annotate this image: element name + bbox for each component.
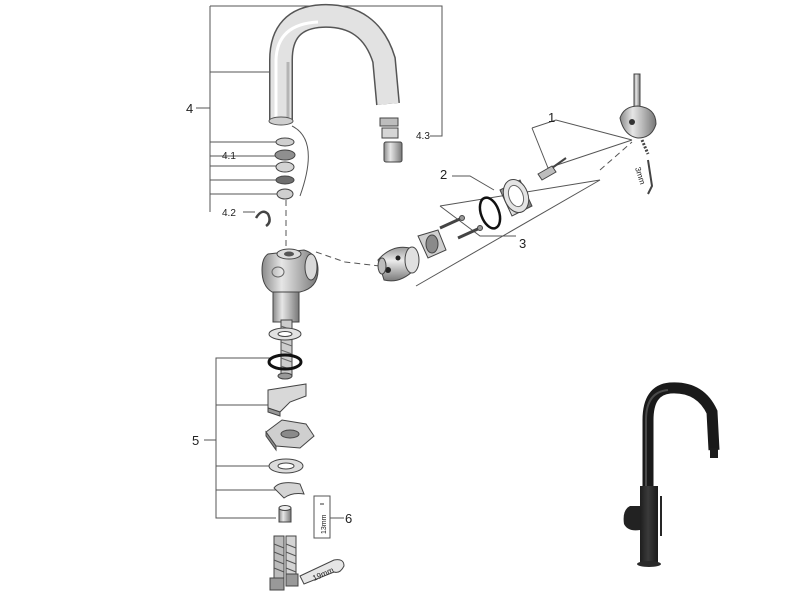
callout-4-3: 4.3 bbox=[416, 131, 430, 142]
callout-4: 4 bbox=[186, 101, 193, 116]
flex-hoses bbox=[269, 535, 299, 591]
product-photo bbox=[623, 382, 720, 567]
cartridge-screws bbox=[439, 215, 483, 240]
callout-2: 2 bbox=[440, 167, 447, 182]
grub-screw bbox=[537, 157, 567, 181]
callout-3: 3 bbox=[519, 236, 526, 251]
o-ring-2 bbox=[478, 196, 502, 230]
axis-handle bbox=[599, 141, 633, 171]
cartridge bbox=[377, 246, 420, 282]
callout-4-2: 4.2 bbox=[222, 208, 236, 219]
spanner-tool bbox=[299, 559, 345, 585]
spout-hose-arc bbox=[291, 125, 309, 197]
fixing-nut bbox=[278, 505, 292, 523]
bracket-6 bbox=[313, 495, 344, 539]
bracket-1 bbox=[531, 119, 633, 169]
set-screw-spring bbox=[640, 139, 650, 155]
axis-cartridge bbox=[315, 251, 381, 267]
clip-4-2 bbox=[254, 210, 271, 228]
faucet-body bbox=[261, 248, 319, 323]
bracket-4 bbox=[196, 5, 443, 213]
c-clip bbox=[273, 482, 305, 499]
star-plate bbox=[265, 419, 315, 452]
callout-4-1: 4.1 bbox=[222, 151, 236, 162]
callout-6: 6 bbox=[345, 511, 352, 526]
dim-13mm: 13mm bbox=[321, 514, 328, 534]
dim-3mm: 3mm bbox=[633, 166, 647, 186]
callout-1: 1 bbox=[548, 110, 555, 125]
bracket-2 bbox=[452, 175, 495, 191]
washer-stack-4-1 bbox=[274, 137, 296, 200]
lever-handle bbox=[619, 73, 657, 139]
sleeve-2 bbox=[499, 179, 533, 217]
aerator-part bbox=[379, 117, 403, 163]
flat-washer bbox=[268, 458, 304, 474]
bracket-5 bbox=[204, 357, 276, 519]
callout-5: 5 bbox=[192, 433, 199, 448]
cartridge-nut bbox=[417, 229, 447, 259]
mounting-washers bbox=[267, 327, 303, 380]
spout-tube bbox=[268, 3, 400, 126]
half-moon-bracket bbox=[267, 383, 307, 417]
hex-key-tool bbox=[647, 159, 654, 195]
